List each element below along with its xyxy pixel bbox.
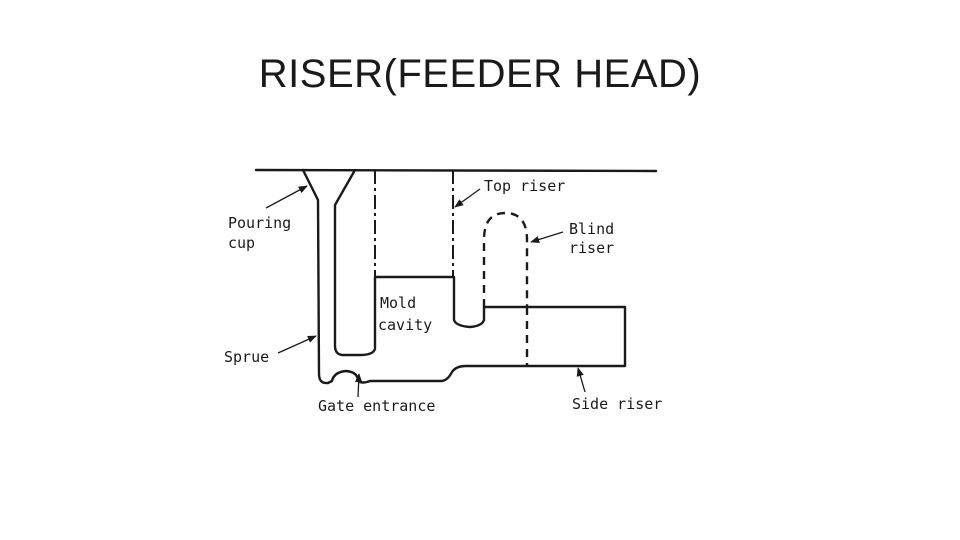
mold-cavity-label-line1: Mold [380, 294, 416, 312]
sprue-label: Sprue [224, 348, 269, 366]
side-riser-leader [576, 367, 586, 393]
blind-riser-leader [530, 231, 564, 244]
sprue-leader [277, 335, 317, 354]
pouring-cup-label-line1: Pouring [228, 214, 291, 232]
blind-riser-outline [482, 211, 529, 307]
mold-top-line [254, 168, 658, 173]
top-riser-leader [454, 188, 481, 208]
pouring-cup-label-line2: cup [228, 234, 255, 252]
top-riser-label: Top riser [484, 177, 565, 195]
gate-entrance-leader [355, 373, 363, 398]
pouring-cup-leader [265, 185, 308, 209]
gate-entrance-label: Gate entrance [318, 397, 435, 415]
blind-riser-label-line2: riser [569, 239, 614, 257]
side-riser-label: Side riser [572, 395, 662, 413]
slide-title: RISER(FEEDER HEAD) [258, 52, 702, 96]
blind-riser-label-line1: Blind [569, 220, 614, 238]
mold-cavity-label-line2: cavity [378, 316, 432, 334]
casting-outline [301, 168, 627, 385]
